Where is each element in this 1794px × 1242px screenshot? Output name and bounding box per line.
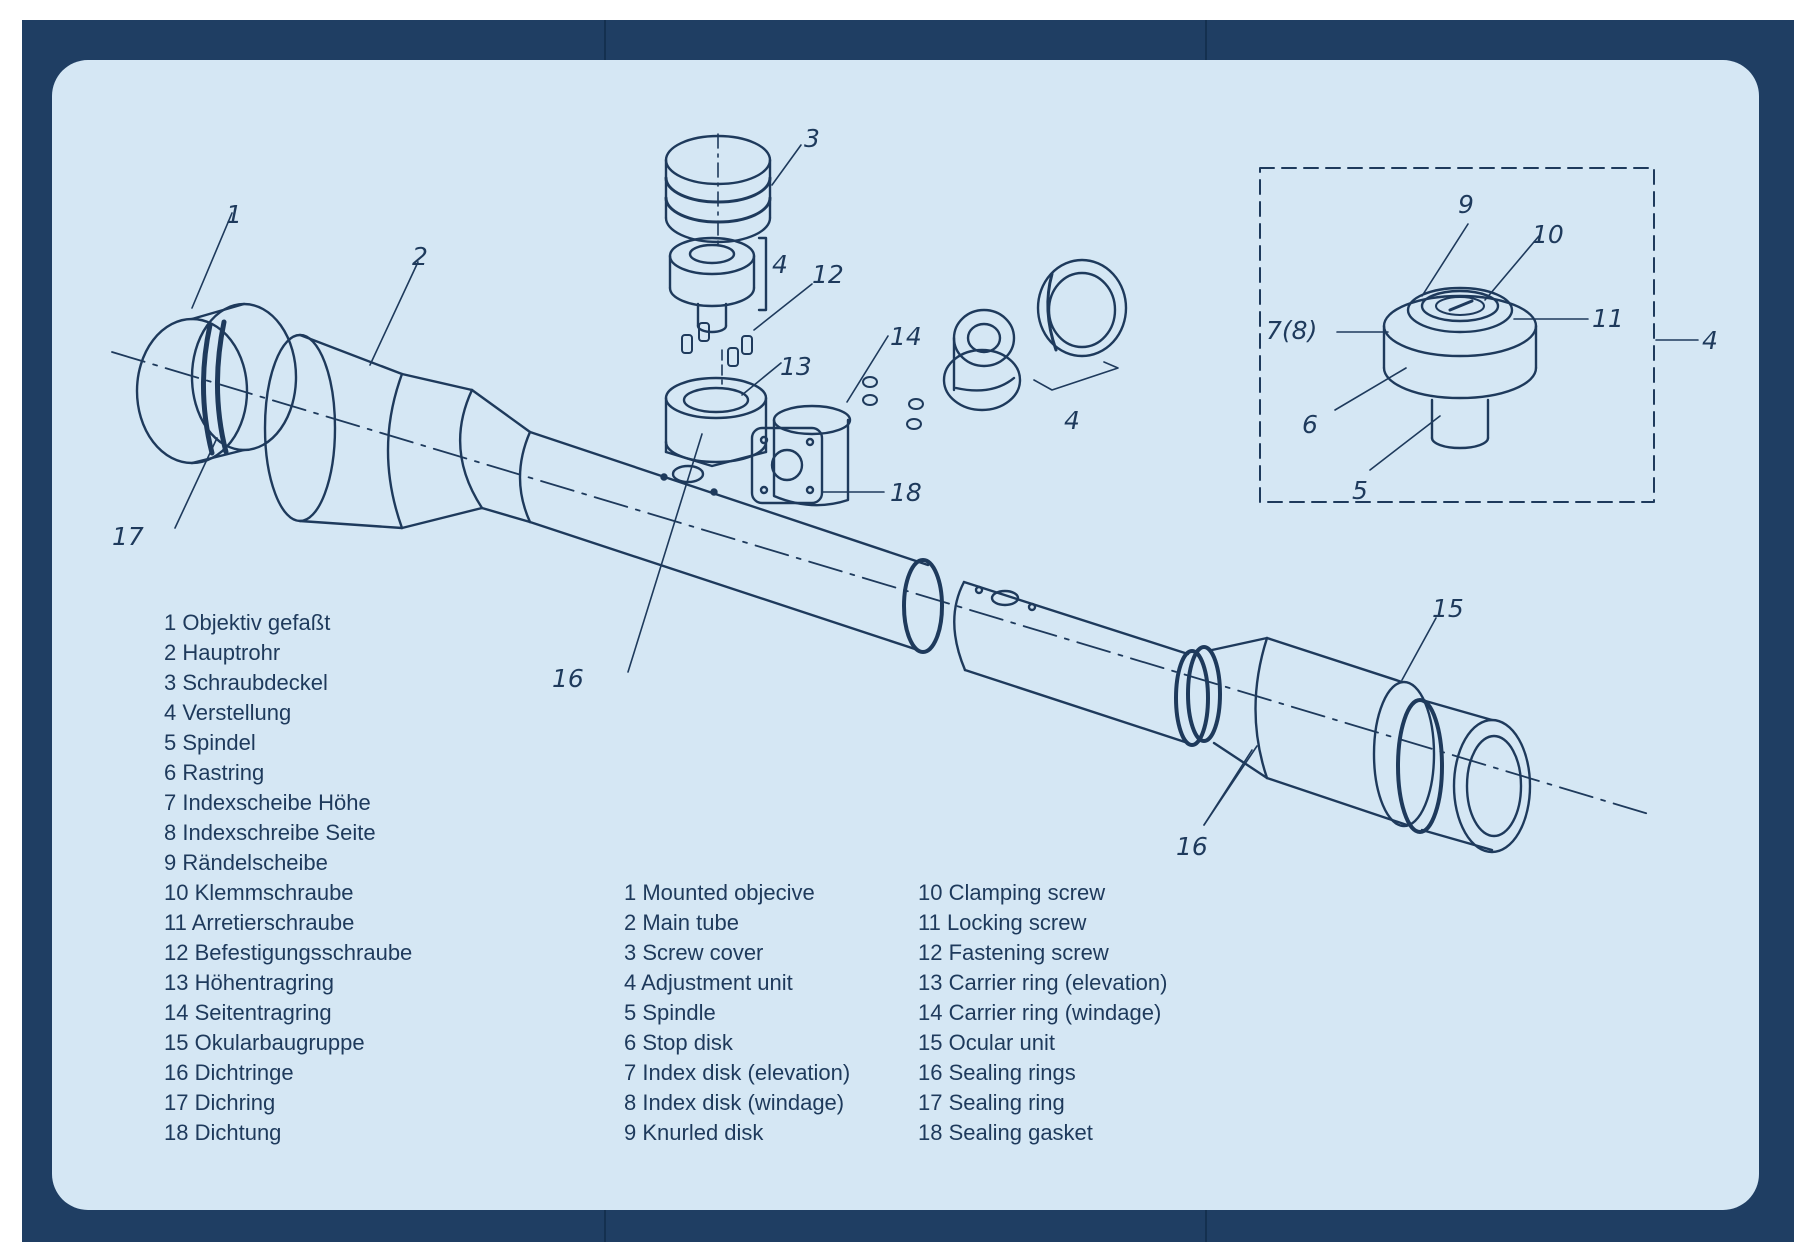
callout-18: 18 (890, 478, 922, 507)
legend-de-item: 8 Indexschreibe Seite (164, 820, 376, 845)
legend-en-item: 6 Stop disk (624, 1030, 733, 1055)
windage-knob (942, 308, 1022, 412)
legend-en-item: 10 Clamping screw (918, 880, 1106, 905)
inset-box (1259, 167, 1655, 503)
legend-de-item: 6 Rastring (164, 760, 265, 785)
legend-de-item: 14 Seitentragring (164, 1000, 332, 1025)
legend-de-item: 11 Arretierschraube (164, 910, 355, 935)
windage-cap-ring (1036, 258, 1128, 358)
legend-en-item: 7 Index disk (elevation) (624, 1060, 851, 1085)
callout-11: 11 (1592, 304, 1624, 333)
legend-en-item: 5 Spindle (624, 1000, 716, 1025)
fastening-screws (681, 322, 753, 367)
optical-axis (111, 351, 1653, 816)
main-tube (263, 333, 944, 654)
windage-carrier-ring (750, 404, 852, 507)
inset-assembly (1382, 286, 1538, 450)
legend-de-item: 12 Befestigungsschraube (164, 940, 413, 965)
legend-german: 1 Objektiv gefaßt 2 Hauptrohr 3 Schraubd… (164, 608, 412, 1148)
legend-en-item: 2 Main tube (624, 910, 739, 935)
legend-en-item: 8 Index disk (windage) (624, 1090, 845, 1115)
legend-de-item: 17 Dichring (164, 1090, 276, 1115)
callout-14: 14 (890, 322, 922, 351)
callout-16-right: 16 (1176, 832, 1208, 861)
screw-cover (664, 133, 772, 246)
callout-5: 5 (1352, 476, 1368, 505)
legend-en-item: 14 Carrier ring (windage) (918, 1000, 1162, 1025)
callout-12: 12 (812, 260, 844, 289)
legend-en-item: 1 Mounted objecive (624, 880, 815, 905)
objective-ring (135, 302, 298, 465)
legend-english-col-1: 1 Mounted objecive 2 Main tube 3 Screw c… (624, 878, 850, 1148)
legend-en-item: 12 Fastening screw (918, 940, 1109, 965)
callout-1: 1 (226, 200, 242, 229)
callout-6: 6 (1302, 410, 1318, 439)
legend-de-item: 2 Hauptrohr (164, 640, 281, 665)
legend-en-item: 15 Ocular unit (918, 1030, 1055, 1055)
callout-13: 13 (780, 352, 812, 381)
legend-en-item: 9 Knurled disk (624, 1120, 764, 1145)
callout-17: 17 (112, 522, 144, 551)
callout-9: 9 (1458, 190, 1474, 219)
legend-en-item: 17 Sealing ring (918, 1090, 1065, 1115)
adjustment-unit (668, 236, 768, 334)
legend-en-item: 4 Adjustment unit (624, 970, 793, 995)
callout-16-left: 16 (552, 664, 584, 693)
legend-en-item: 18 Sealing gasket (918, 1120, 1093, 1145)
legend-de-item: 9 Rändelscheibe (164, 850, 328, 875)
callout-10: 10 (1532, 220, 1564, 249)
legend-de-item: 1 Objektiv gefaßt (164, 610, 331, 635)
diagram-panel: 1 2 3 4 12 13 14 4 18 16 17 15 16 9 10 1… (52, 60, 1759, 1210)
legend-english-col-2: 10 Clamping screw 11 Locking screw 12 Fa… (918, 878, 1167, 1148)
legend-en-item: 13 Carrier ring (elevation) (918, 970, 1168, 995)
callout-2: 2 (412, 242, 428, 271)
legend-de-item: 15 Okularbaugruppe (164, 1030, 365, 1055)
callout-4-elevation: 4 (772, 250, 788, 279)
ocular-tube (953, 580, 1532, 854)
legend-de-item: 3 Schraubdeckel (164, 670, 328, 695)
legend-en-item: 11 Locking screw (918, 910, 1087, 935)
callout-4-inset: 4 (1702, 326, 1718, 355)
legend-de-item: 13 Höhentragring (164, 970, 335, 995)
legend-en-item: 16 Sealing rings (918, 1060, 1076, 1085)
legend-de-item: 7 Indexscheibe Höhe (164, 790, 371, 815)
callout-3: 3 (804, 124, 820, 153)
exploded-scope-drawing (111, 133, 1699, 854)
callout-15: 15 (1432, 594, 1464, 623)
callout-4-windage: 4 (1064, 406, 1080, 435)
legend-de-item: 4 Verstellung (164, 700, 292, 725)
legend-de-item: 5 Spindel (164, 730, 256, 755)
callout-7-8: 7(8) (1266, 316, 1318, 345)
legend-de-item: 10 Klemmschraube (164, 880, 354, 905)
legend-de-item: 18 Dichtung (164, 1120, 282, 1145)
leader-lines (174, 144, 1699, 826)
legend-en-item: 3 Screw cover (624, 940, 764, 965)
legend-de-item: 16 Dichtringe (164, 1060, 294, 1085)
windage-screws (862, 376, 924, 430)
